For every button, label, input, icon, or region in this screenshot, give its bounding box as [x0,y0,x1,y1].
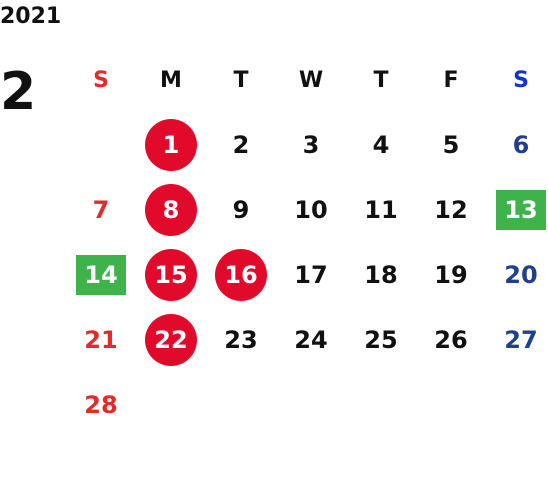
day-cell: 9 [232,195,250,224]
day-cell: 26 [434,325,468,354]
day-cell: 25 [364,325,398,354]
day-cell: 28 [84,390,118,419]
weekday-thursday: T [373,67,389,93]
calendar-month: 2 [0,62,37,122]
weekday-saturday: S [513,67,529,93]
day-cell: 23 [224,325,258,354]
day-cell [206,372,276,437]
day-cell [416,372,486,437]
day-cell-highlighted: 15 [145,248,197,301]
day-cell: 19 [434,260,468,289]
day-cell: 11 [364,195,398,224]
day-cell [486,372,548,437]
calendar-year: 2021 [0,4,62,29]
day-cell: 10 [294,195,328,224]
week-row-3: 14 15 16 17 18 19 20 [66,242,548,307]
day-cell: 17 [294,260,328,289]
weekday-sunday: S [93,67,109,93]
day-cell-highlighted: 8 [145,183,197,236]
day-cell: 20 [504,260,538,289]
day-cell: 4 [372,130,390,159]
weekday-friday: F [443,67,459,93]
day-cell-highlighted: 1 [145,118,197,171]
week-row-2: 7 8 9 10 11 12 13 [66,177,548,242]
day-cell: 6 [512,130,530,159]
day-cell: 18 [364,260,398,289]
day-cell: 7 [92,195,110,224]
day-cell: 12 [434,195,468,224]
day-cell: 27 [504,325,538,354]
calendar-grid: S M T W T F S 1 2 3 4 5 6 7 8 9 10 11 12… [66,48,548,437]
day-cell-highlighted: 22 [145,313,197,366]
weekday-header-row: S M T W T F S [66,48,548,112]
day-cell: 24 [294,325,328,354]
weekday-tuesday: T [233,67,249,93]
day-cell: 21 [84,325,118,354]
weekday-monday: M [160,67,182,93]
day-cell-marked: 13 [496,189,546,230]
day-cell [346,372,416,437]
week-row-1: 1 2 3 4 5 6 [66,112,548,177]
day-cell-marked: 14 [76,254,126,295]
day-cell [276,372,346,437]
day-cell [66,112,136,177]
day-cell: 2 [232,130,250,159]
weekday-wednesday: W [298,67,324,93]
week-row-5: 28 [66,372,548,437]
day-cell: 3 [302,130,320,159]
day-cell [136,372,206,437]
day-cell: 5 [442,130,460,159]
week-row-4: 21 22 23 24 25 26 27 [66,307,548,372]
day-cell-highlighted: 16 [215,248,267,301]
